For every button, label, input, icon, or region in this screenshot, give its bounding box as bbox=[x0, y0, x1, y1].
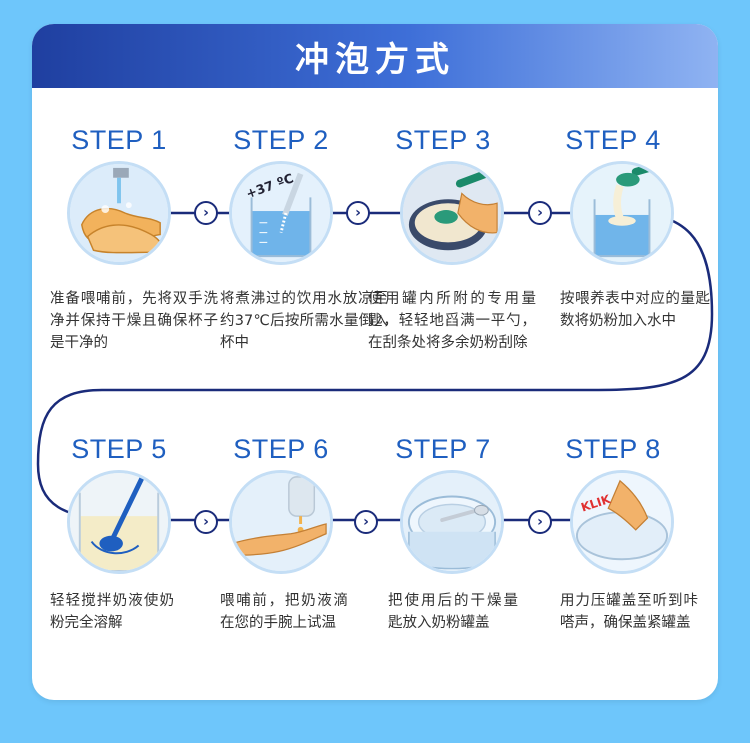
press-lid-icon: KLIK bbox=[570, 470, 674, 574]
step-8-label: STEP 8 bbox=[565, 434, 661, 464]
step-8-description: 用力压罐盖至听到咔嗒声，确保盖紧罐盖 bbox=[560, 593, 698, 631]
scoop-level-icon bbox=[400, 161, 504, 265]
step-7-description: 把使用后的干燥量匙放入奶粉罐盖 bbox=[388, 593, 518, 631]
boiled-water-icon: +37 ºC bbox=[229, 161, 333, 265]
hand-washing-icon bbox=[67, 161, 171, 265]
step-3-description: 使用罐内所附的专用量匙，轻轻地舀满一平勺，在刮条处将多余奶粉刮除 bbox=[368, 291, 536, 351]
arrow-right-icon: › bbox=[346, 201, 370, 225]
arrow-right-icon: › bbox=[528, 201, 552, 225]
step-4-description: 按喂养表中对应的量匙数将奶粉加入水中 bbox=[560, 291, 710, 329]
title-banner: 冲泡方式 bbox=[32, 24, 718, 88]
arrow-right-icon: › bbox=[354, 510, 378, 534]
arrow-right-icon: › bbox=[194, 201, 218, 225]
step-2-label: STEP 2 bbox=[233, 125, 329, 155]
stir-milk-icon bbox=[67, 470, 171, 574]
add-powder-icon bbox=[570, 161, 674, 265]
place-scoop-icon bbox=[400, 470, 504, 574]
page-title: 冲泡方式 bbox=[295, 39, 455, 80]
instruction-card: 冲泡方式 STEP 1 STEP 2 STEP 3 STEP 4 STEP 5 … bbox=[32, 24, 718, 700]
step-1-description: 准备喂哺前，先将双手洗净并保持干燥且确保杯子是干净的 bbox=[50, 291, 218, 351]
step-6-description: 喂哺前，把奶液滴在您的手腕上试温 bbox=[220, 593, 348, 631]
step-1-label: STEP 1 bbox=[71, 125, 167, 155]
step-3-label: STEP 3 bbox=[395, 125, 491, 155]
wrist-test-icon bbox=[229, 470, 333, 574]
flow-connector bbox=[36, 211, 714, 522]
step-6-label: STEP 6 bbox=[233, 434, 329, 464]
arrow-right-icon: › bbox=[194, 510, 218, 534]
step-5-description: 轻轻搅拌奶液使奶粉完全溶解 bbox=[50, 593, 174, 631]
step-5-label: STEP 5 bbox=[71, 434, 167, 464]
arrow-right-icon: › bbox=[528, 510, 552, 534]
step-4-label: STEP 4 bbox=[565, 125, 661, 155]
step-2-description: 将煮沸过的饮用水放凉至约37℃后按所需水量倒入杯中 bbox=[220, 291, 388, 351]
step-7-label: STEP 7 bbox=[395, 434, 491, 464]
